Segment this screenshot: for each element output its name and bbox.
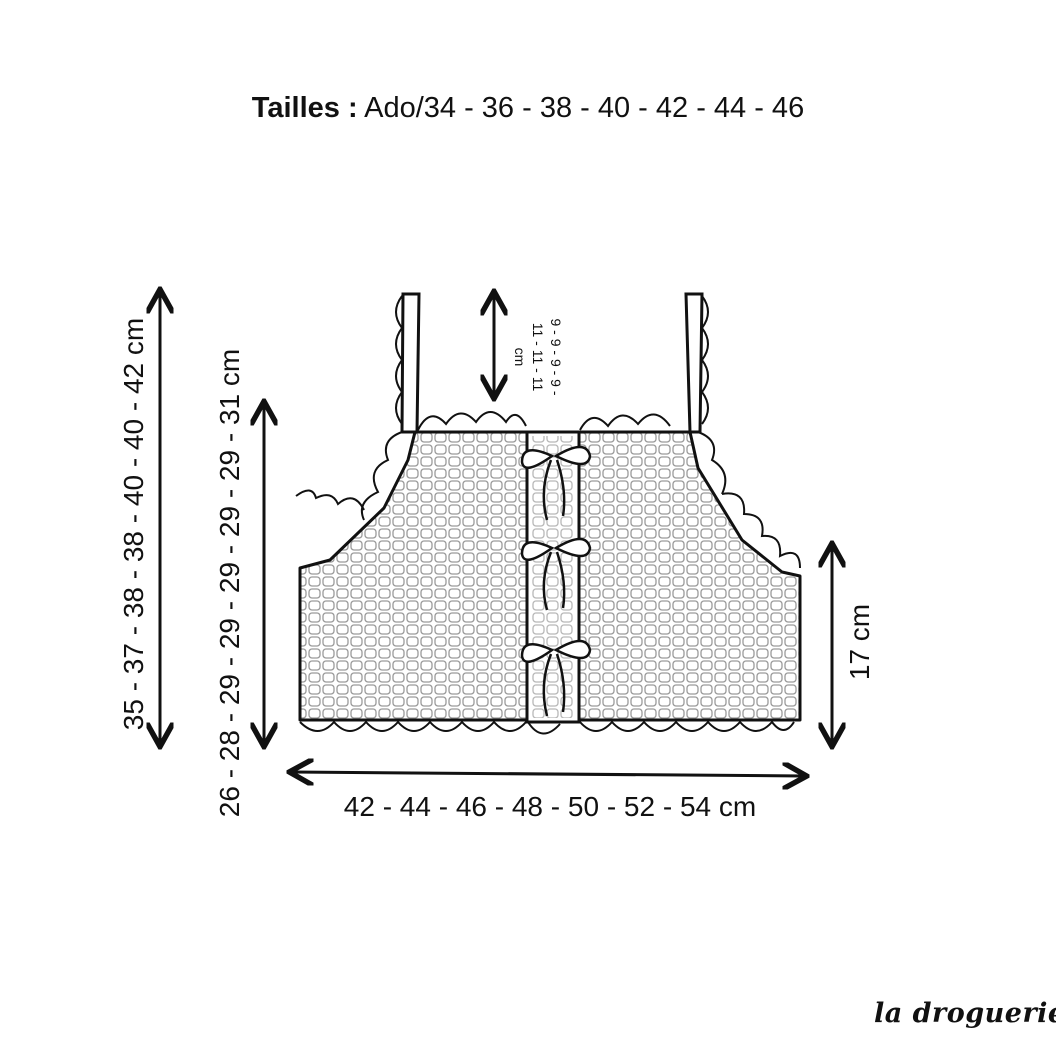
strap-length-line-1: 9 - 9 - 9 - 9 - — [548, 318, 564, 396]
dimension-arrows — [160, 292, 832, 776]
left-strap — [395, 292, 421, 434]
strap-length-line-2: 11 - 11 - 11 — [530, 322, 546, 392]
strap-length-label: 9 - 9 - 9 - 9 - 11 - 11 - 11 cm — [511, 302, 565, 412]
center-placket — [525, 430, 581, 724]
width-arrow — [292, 772, 804, 776]
side-height-label: 17 cm — [844, 603, 875, 681]
bow-ties — [520, 445, 592, 717]
strap-length-line-3: cm — [512, 347, 528, 367]
page-title: Tailles : Ado/34 - 36 - 38 - 40 - 42 - 4… — [0, 88, 1056, 128]
brand-logo: la droguerie — [874, 998, 1056, 1029]
right-strap — [684, 292, 709, 434]
scalloped-trim — [295, 411, 801, 735]
title-sizes: Ado/34 - 36 - 38 - 40 - 42 - 44 - 46 — [364, 92, 805, 124]
width-label: 42 - 44 - 46 - 48 - 50 - 52 - 54 cm — [343, 791, 757, 822]
title-label: Tailles : — [251, 92, 358, 124]
body-height-label: 26 - 28 - 29 - 29 - 29 - 29 - 29 - 31 cm — [214, 348, 245, 818]
total-height-label: 35 - 37 - 38 - 38 - 40 - 40 - 42 cm — [118, 317, 149, 731]
